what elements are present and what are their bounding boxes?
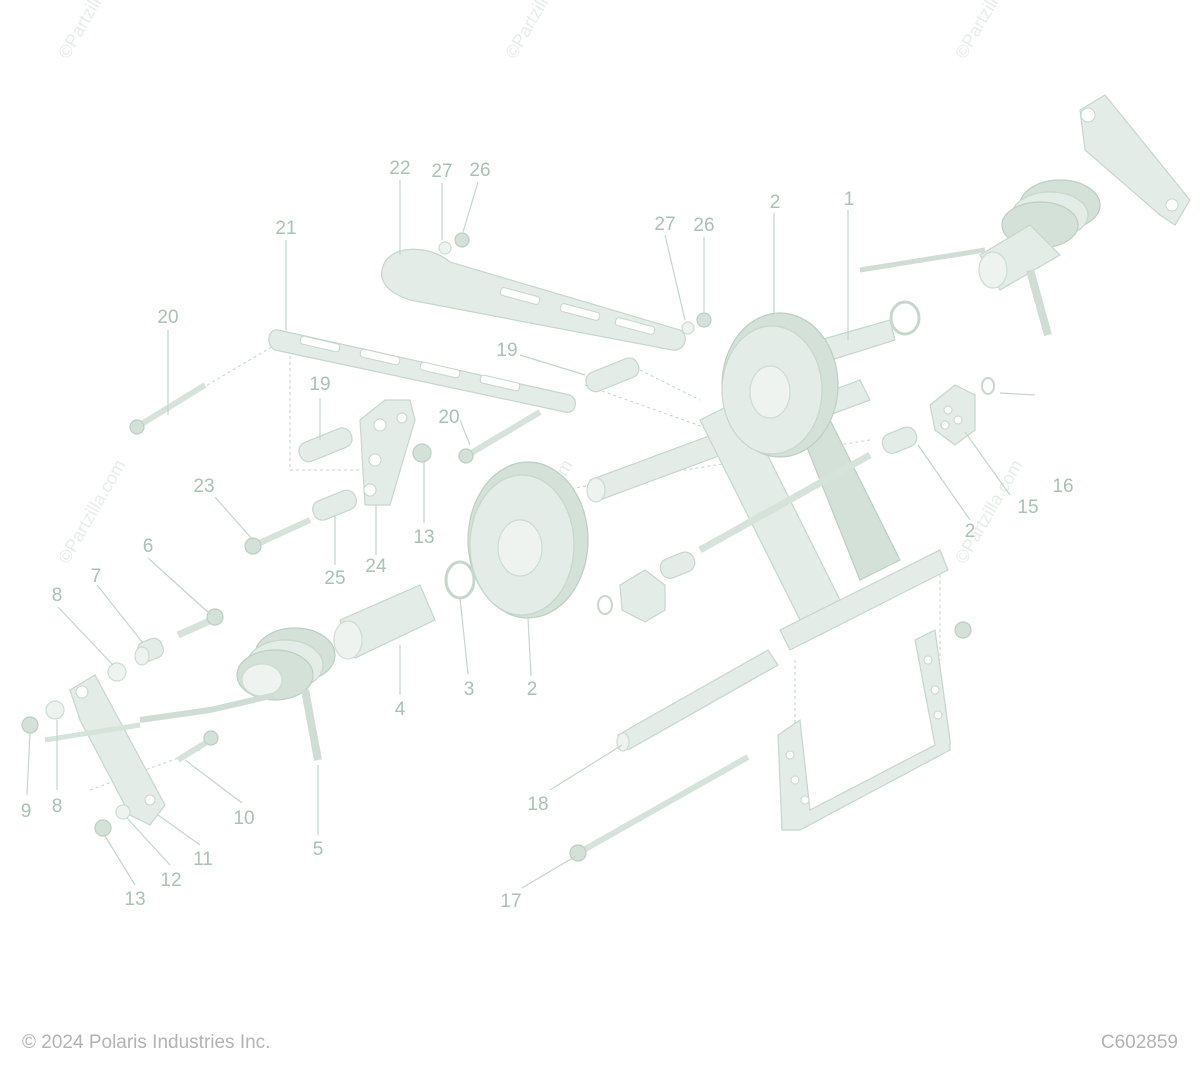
washer-27-right xyxy=(681,321,695,335)
part-label-11: 11 xyxy=(193,849,213,870)
left-torsion-spring-5 xyxy=(139,627,336,761)
part-labels: 1 2 2 2 3 4 5 6 7 8 8 9 10 11 12 13 13 1… xyxy=(21,158,1074,912)
part-label-8: 8 xyxy=(52,796,63,817)
diagram-code: C602859 xyxy=(1100,1032,1178,1053)
idler-wheel-2-lower xyxy=(467,461,589,619)
part-label-13: 13 xyxy=(124,889,145,910)
part-label-7: 7 xyxy=(91,566,102,587)
link-24 xyxy=(359,399,416,506)
washer-12 xyxy=(115,804,131,820)
bolt-20-left xyxy=(129,382,207,435)
part-label-5: 5 xyxy=(313,839,324,860)
part-label-20: 20 xyxy=(157,307,178,328)
part-label-3: 3 xyxy=(464,679,475,700)
part-label-27: 27 xyxy=(431,161,452,182)
part-label-26: 26 xyxy=(693,215,714,236)
bushing-4 xyxy=(333,584,436,660)
watermark: ©Partzilla.com xyxy=(951,0,1026,62)
spacer-19-upper xyxy=(585,357,640,393)
watermark: ©Partzilla.com xyxy=(54,0,129,62)
bolt-17 xyxy=(569,754,750,862)
rail-plate-21 xyxy=(268,329,577,413)
part-label-8: 8 xyxy=(52,585,63,606)
bolt-6 xyxy=(176,608,224,639)
part-label-2: 2 xyxy=(770,192,781,213)
part-label-17: 17 xyxy=(500,891,521,912)
part-label-20: 20 xyxy=(438,407,459,428)
nut-26-right xyxy=(696,312,712,328)
part-label-12: 12 xyxy=(160,870,181,891)
washer-8-upper xyxy=(107,662,127,682)
watermark: ©Partzilla.com xyxy=(951,456,1026,567)
part-label-2: 2 xyxy=(527,679,538,700)
o-ring-3 xyxy=(444,560,476,600)
tube-18 xyxy=(616,649,779,752)
hub-15-lower xyxy=(597,551,696,623)
part-label-25: 25 xyxy=(324,568,345,589)
part-label-4: 4 xyxy=(395,699,406,720)
part-label-18: 18 xyxy=(527,794,548,815)
leader-lines xyxy=(26,180,1036,889)
idler-wheel-2-upper xyxy=(721,312,839,458)
washer-27-top xyxy=(438,241,452,255)
part-label-2: 2 xyxy=(965,521,976,542)
part-label-26: 26 xyxy=(469,160,490,181)
spacer-25 xyxy=(312,489,358,521)
watermark: ©Partzilla.com xyxy=(501,0,576,62)
bearing-15-16 xyxy=(881,377,995,454)
part-label-22: 22 xyxy=(389,158,410,179)
copyright-notice: © 2024 Polaris Industries Inc. xyxy=(22,1032,271,1053)
part-label-21: 21 xyxy=(275,218,296,239)
part-label-24: 24 xyxy=(365,556,387,577)
rail-plate-22 xyxy=(381,248,686,351)
lower-left-arm-11 xyxy=(44,674,166,826)
ring-upper xyxy=(889,300,921,336)
part-label-19: 19 xyxy=(309,374,330,395)
center-axle-assembly xyxy=(586,319,949,651)
part-label-13: 13 xyxy=(413,527,434,548)
part-label-10: 10 xyxy=(233,808,254,829)
part-label-27: 27 xyxy=(654,214,675,235)
part-label-16: 16 xyxy=(1052,476,1073,497)
watermark: ©Partzilla.com xyxy=(54,456,129,567)
part-label-23: 23 xyxy=(193,476,214,497)
part-label-1: 1 xyxy=(844,189,855,210)
nut-26-top xyxy=(454,232,470,248)
rear-bracket xyxy=(777,621,972,831)
bushing-7 xyxy=(134,637,164,666)
part-label-6: 6 xyxy=(143,536,154,557)
nut-13-mid xyxy=(412,443,432,463)
upper-right-arm xyxy=(1079,94,1191,226)
bolt-23 xyxy=(244,517,312,555)
right-torsion-spring xyxy=(859,179,1101,337)
nut-13-lower xyxy=(94,819,112,837)
part-label-19: 19 xyxy=(496,340,517,361)
bolt-20-middle xyxy=(458,409,542,464)
spacer-19-lower xyxy=(298,427,353,463)
nut-9 xyxy=(21,716,39,734)
part-label-9: 9 xyxy=(21,801,32,822)
part-label-15: 15 xyxy=(1017,497,1038,518)
washer-8-lower xyxy=(45,700,65,720)
bolt-10 xyxy=(176,730,219,763)
